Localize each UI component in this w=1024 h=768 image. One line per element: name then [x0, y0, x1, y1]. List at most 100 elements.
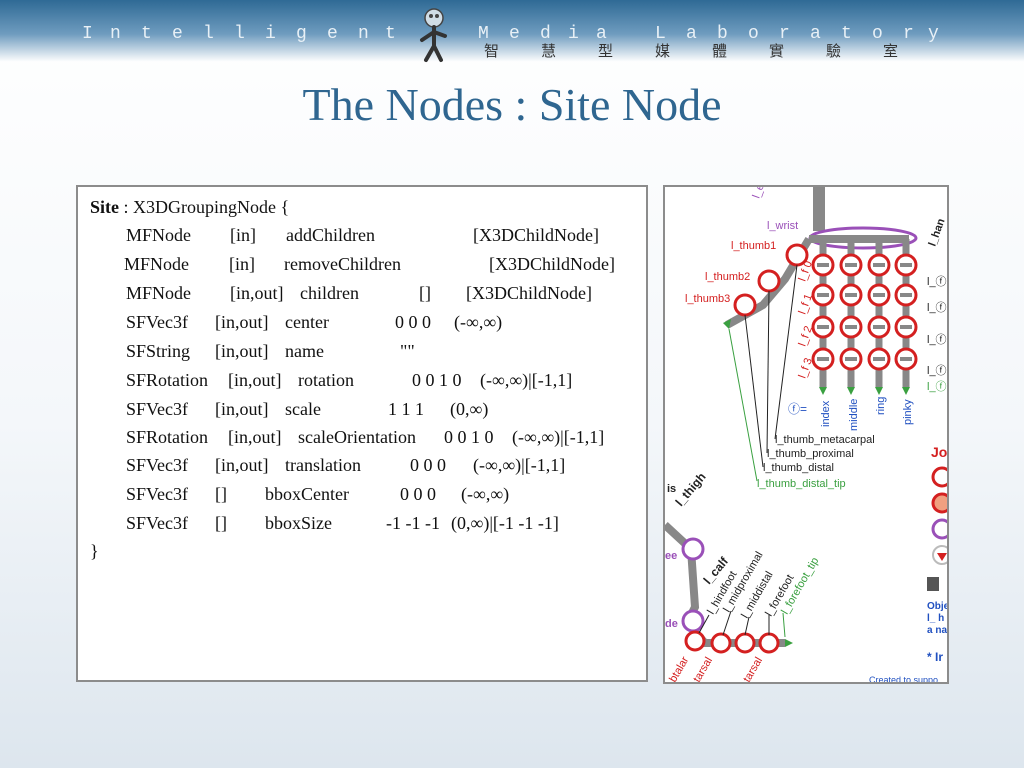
label-thumb-metacarpal: l_thumb_metacarpal [775, 434, 875, 446]
label-finger-2: l_f 2 [797, 324, 815, 348]
label-ring: ring [875, 397, 887, 415]
legend-segment-icon [931, 518, 947, 540]
lab-letter: g [296, 24, 307, 44]
field-access: [in,out] [230, 283, 284, 303]
field-type: SFVec3f [126, 455, 188, 475]
field-access: [in] [229, 254, 255, 274]
field-type: SFVec3f [126, 513, 188, 533]
header-banner [0, 0, 1024, 62]
field-range: [X3DChildNode] [473, 225, 599, 245]
lab-letter: t [841, 24, 852, 44]
lab-letter: a [596, 24, 607, 44]
page-title: The Nodes : Site Node [302, 79, 722, 130]
node-declaration: Site : X3DGroupingNode { [90, 195, 289, 219]
field-range: [X3DChildNode] [489, 254, 615, 274]
label-index: index [820, 400, 832, 427]
lab-letter: a [810, 24, 821, 44]
legend-ir-label: * Ir [927, 650, 943, 664]
lab-zh-char: 驗 [826, 42, 842, 60]
label-right-f-3: l_ⓕ [927, 333, 947, 346]
legend-a-na-label: a na [927, 625, 947, 636]
field-range: (-∞,∞)|[-1,1] [512, 427, 605, 447]
thumb-tip-site [723, 319, 731, 329]
lab-letter: b [717, 24, 728, 44]
field-name: bboxSize [265, 513, 332, 533]
field-name: center [285, 312, 329, 332]
lab-letter: i [568, 24, 579, 44]
field-default: [] [419, 283, 431, 303]
lab-letter: r [903, 24, 914, 44]
label-thumb-distal-tip: l_thumb_distal_tip [757, 478, 846, 490]
label-de: de [665, 618, 678, 630]
field-access: [] [215, 484, 227, 504]
created-by-label: Created to suppo [869, 675, 938, 684]
label-tarsal-2: tarsal [741, 655, 765, 684]
label-thumb1: l_thumb1 [731, 240, 776, 252]
lab-letter: I [82, 24, 93, 44]
lab-letter: a [686, 24, 697, 44]
field-access: [in,out] [215, 341, 269, 361]
field-name: name [285, 341, 324, 361]
field-access: [in,out] [228, 370, 282, 390]
field-access: [] [215, 513, 227, 533]
lab-letter: r [779, 24, 790, 44]
label-wrist: l_wrist [767, 220, 798, 232]
lab-zh-char: 實 [769, 42, 785, 60]
lab-zh-char: 室 [883, 42, 899, 60]
label-f-equals: ⓕ= [788, 402, 807, 416]
knee-joint [681, 537, 705, 561]
lab-letter: M [478, 24, 489, 44]
lab-letter: t [385, 24, 396, 44]
label-is: is [667, 483, 676, 495]
legend-object-label: Obje [927, 601, 949, 612]
label-right-f-green: l_ⓕ [927, 380, 947, 393]
field-type: SFRotation [126, 427, 209, 447]
field-default: -1 -1 -1 [386, 513, 440, 533]
finger-joint-bars [817, 263, 912, 361]
lab-letter: o [748, 24, 759, 44]
lab-letter: i [265, 24, 276, 44]
lab-letter: y [928, 24, 939, 44]
label-thumb-proximal: l_thumb_proximal [767, 448, 854, 460]
label-elbow: l_el [751, 187, 768, 200]
label-talar: btalar [667, 654, 691, 684]
lab-letter: e [509, 24, 520, 44]
field-type: SFVec3f [126, 312, 188, 332]
label-hand: l_han [927, 217, 948, 248]
closing-brace: } [90, 541, 99, 561]
field-name: removeChildren [284, 254, 401, 274]
field-default: 0 0 1 0 [412, 370, 462, 390]
field-range: (-∞,∞)|[-1,1] [473, 455, 566, 475]
lab-letter: n [110, 24, 121, 44]
thumb-joints [733, 243, 809, 317]
lab-zh-char: 型 [598, 42, 614, 60]
lab-letter: o [872, 24, 883, 44]
forearm-bone [813, 187, 825, 231]
field-name: rotation [298, 370, 354, 390]
field-type: MFNode [126, 225, 192, 245]
leader-lines [728, 264, 798, 482]
field-default: 0 0 0 [400, 484, 436, 504]
label-right-f-4: l_ⓕ [927, 364, 947, 377]
field-range: (-∞,∞)|[-1,1] [480, 370, 573, 390]
field-name: addChildren [286, 225, 375, 245]
lab-letter: d [540, 24, 551, 44]
lab-zh-char: 媒 [655, 42, 671, 60]
lab-letter: n [358, 24, 369, 44]
field-access: [in] [230, 225, 256, 245]
lab-letter: e [327, 24, 338, 44]
legend-l-h-label: l_ h [927, 613, 944, 624]
field-type: SFVec3f [126, 484, 188, 504]
field-default: 1 1 1 [388, 399, 424, 419]
label-thumb3: l_thumb3 [685, 293, 730, 305]
field-default: "" [400, 341, 415, 361]
legend-joint-filled-icon [931, 492, 947, 514]
legend-joint-title: Jo [931, 444, 947, 460]
lab-letter: t [141, 24, 152, 44]
label-ee: ee [665, 550, 677, 562]
finger-columns [819, 239, 910, 387]
field-name: children [300, 283, 359, 303]
legend-joint-icon [931, 466, 947, 488]
field-range: [X3DChildNode] [466, 283, 592, 303]
field-access: [in,out] [215, 455, 269, 475]
